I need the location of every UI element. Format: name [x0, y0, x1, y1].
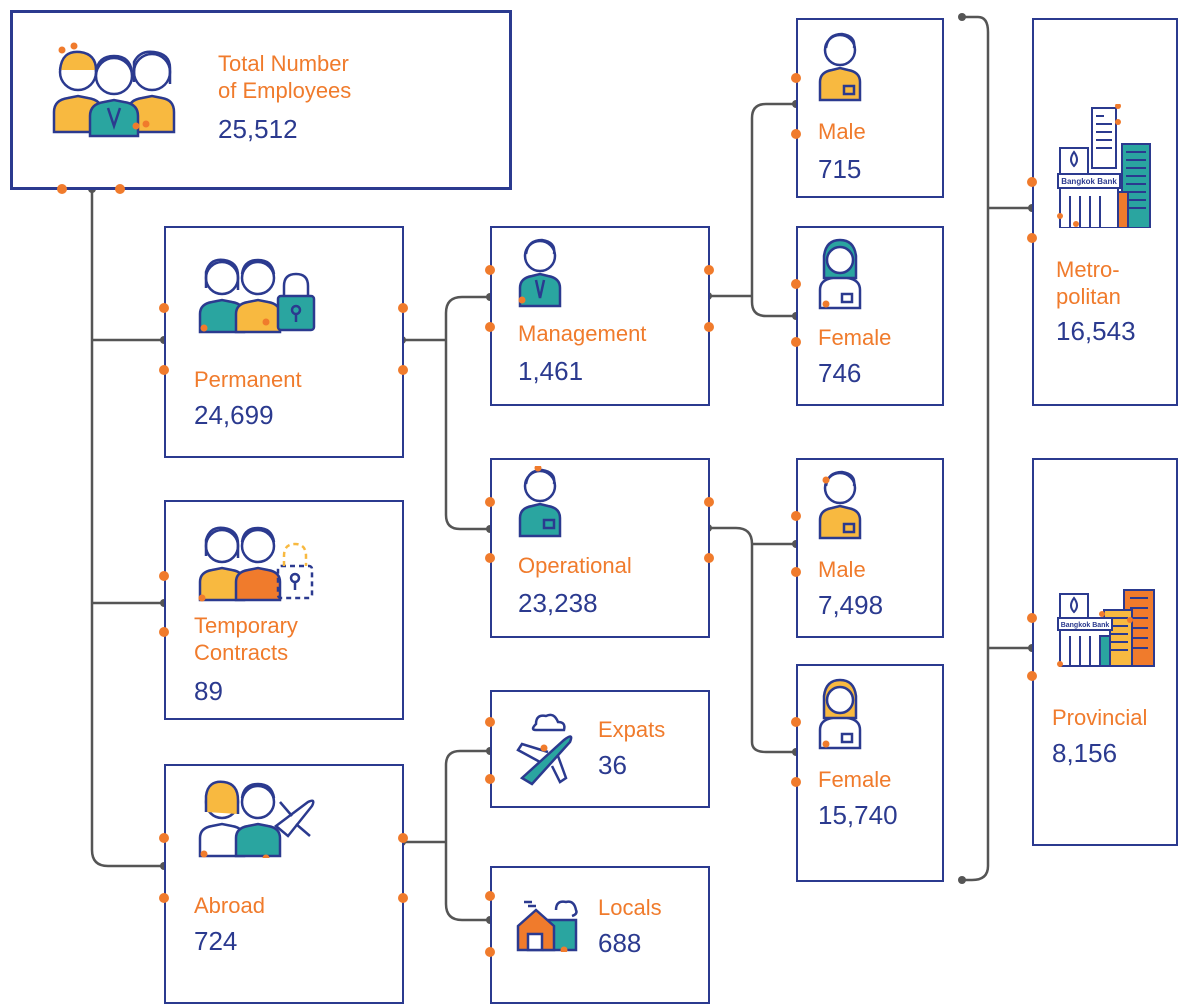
expats-label: Expats — [598, 717, 666, 742]
abroad-box — [164, 764, 404, 1004]
operational-female-label: Female — [818, 767, 892, 792]
management-label: Management — [518, 321, 647, 346]
male-icon — [818, 32, 862, 102]
locals-value: 688 — [598, 928, 642, 958]
management-value: 1,461 — [518, 356, 584, 386]
abroad-value: 724 — [194, 926, 238, 956]
management-male-box — [796, 18, 944, 198]
permanent-label: Permanent — [194, 367, 302, 392]
female-icon — [818, 238, 862, 310]
total-value: 25,512 — [218, 114, 298, 144]
abroad-label: Abroad — [194, 893, 265, 918]
operational-male-value: 7,498 — [818, 590, 884, 620]
employee-group-icon — [52, 42, 176, 138]
building-sign-text: Bangkok Bank — [1061, 177, 1117, 186]
temporary-staff-dashed-lock-icon — [198, 526, 314, 602]
permanent-staff-lock-icon — [198, 258, 316, 334]
expats-value: 36 — [598, 750, 627, 780]
temporary-contracts-box — [164, 500, 404, 720]
total-label: Total Number of Employees — [218, 51, 352, 103]
provincial-bank-building-icon: Bangkok Bank — [1057, 589, 1155, 667]
management-male-value: 715 — [818, 154, 862, 184]
building-sign-text: Bangkok Bank — [1061, 622, 1110, 629]
staff-airplane-icon — [198, 780, 315, 858]
provincial-label: Provincial — [1052, 705, 1148, 730]
operational-female-box — [796, 664, 944, 882]
metropolitan-label: Metro- politan — [1056, 257, 1121, 309]
management-male-label: Male — [818, 119, 866, 144]
female-icon — [818, 678, 862, 750]
operational-male-box — [796, 458, 944, 638]
temporary-value: 89 — [194, 676, 223, 706]
airplane-icon — [516, 713, 573, 786]
manager-icon — [518, 238, 562, 308]
city-bank-building-icon: Bangkok Bank — [1057, 104, 1151, 228]
permanent-box — [164, 226, 404, 458]
operational-label: Operational — [518, 553, 632, 578]
management-female-label: Female — [818, 325, 892, 350]
expats-box — [490, 690, 710, 808]
permanent-value: 24,699 — [194, 400, 274, 430]
male-icon — [818, 470, 862, 540]
operational-staff-icon — [518, 466, 562, 538]
locals-label: Locals — [598, 895, 662, 920]
management-female-value: 746 — [818, 358, 862, 388]
management-female-box — [796, 226, 944, 406]
operational-female-value: 15,740 — [818, 800, 898, 830]
operational-male-label: Male — [818, 557, 866, 582]
metropolitan-value: 16,543 — [1056, 316, 1136, 346]
provincial-value: 8,156 — [1052, 738, 1118, 768]
temporary-label: Temporary Contracts — [194, 613, 298, 665]
house-icon — [516, 900, 578, 952]
operational-value: 23,238 — [518, 588, 598, 618]
